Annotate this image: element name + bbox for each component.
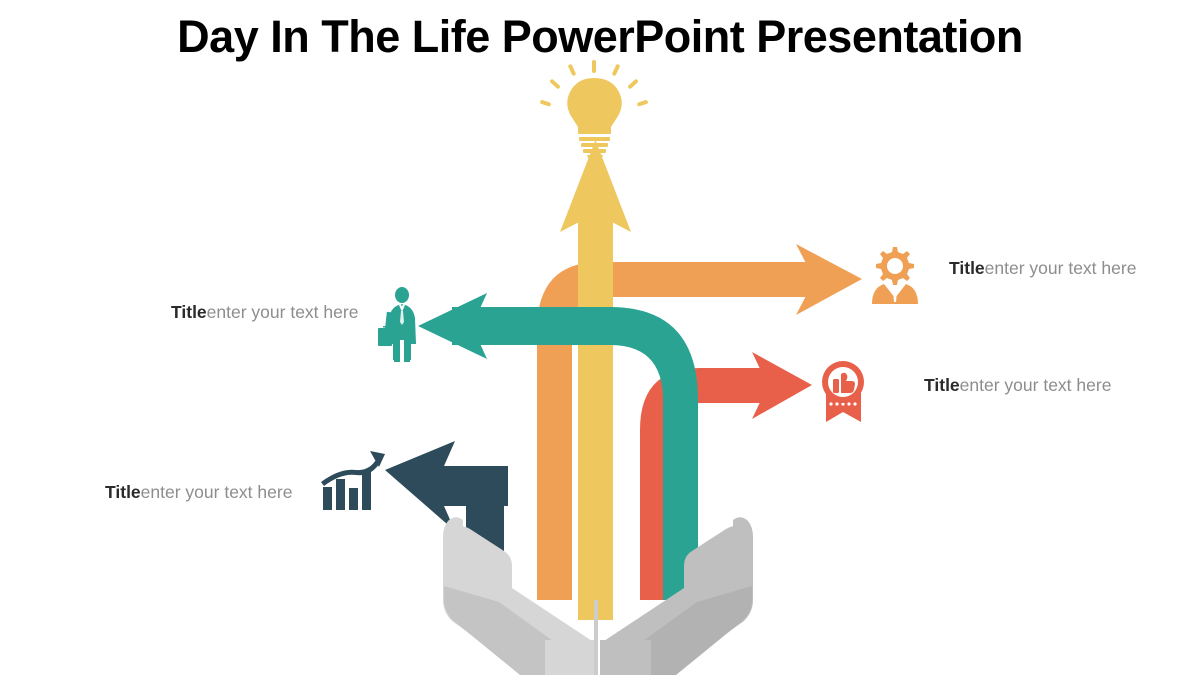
callout-body-award: enter your text here bbox=[959, 375, 1112, 395]
arrow-orange-right bbox=[537, 244, 862, 600]
callout-label-award: Titleenter your text here bbox=[924, 374, 1111, 396]
callout-title-award: Title bbox=[924, 375, 960, 395]
callout-title-businessman: Title bbox=[171, 302, 207, 322]
callout-title-gear-person: Title bbox=[949, 258, 985, 278]
light-bulb-icon bbox=[540, 60, 648, 162]
open-hands-icon bbox=[443, 517, 753, 675]
businessman-briefcase-icon bbox=[378, 287, 416, 362]
arrow-teal-left bbox=[418, 293, 698, 600]
arrow-yellow-up bbox=[560, 140, 631, 620]
gear-person-icon bbox=[872, 247, 918, 304]
award-thumbs-up-icon bbox=[822, 361, 864, 422]
callout-label-gear-person: Titleenter your text here bbox=[949, 257, 1136, 279]
callout-body-businessman: enter your text here bbox=[206, 302, 359, 322]
callout-body-gear-person: enter your text here bbox=[984, 258, 1137, 278]
page-title: Day In The Life PowerPoint Presentation bbox=[177, 11, 1023, 62]
callout-label-growth: Titleenter your text here bbox=[105, 481, 292, 503]
bar-chart-growth-icon bbox=[321, 451, 385, 510]
callout-body-growth: enter your text here bbox=[140, 482, 293, 502]
callout-label-businessman: Titleenter your text here bbox=[171, 301, 358, 323]
callout-title-growth: Title bbox=[105, 482, 141, 502]
